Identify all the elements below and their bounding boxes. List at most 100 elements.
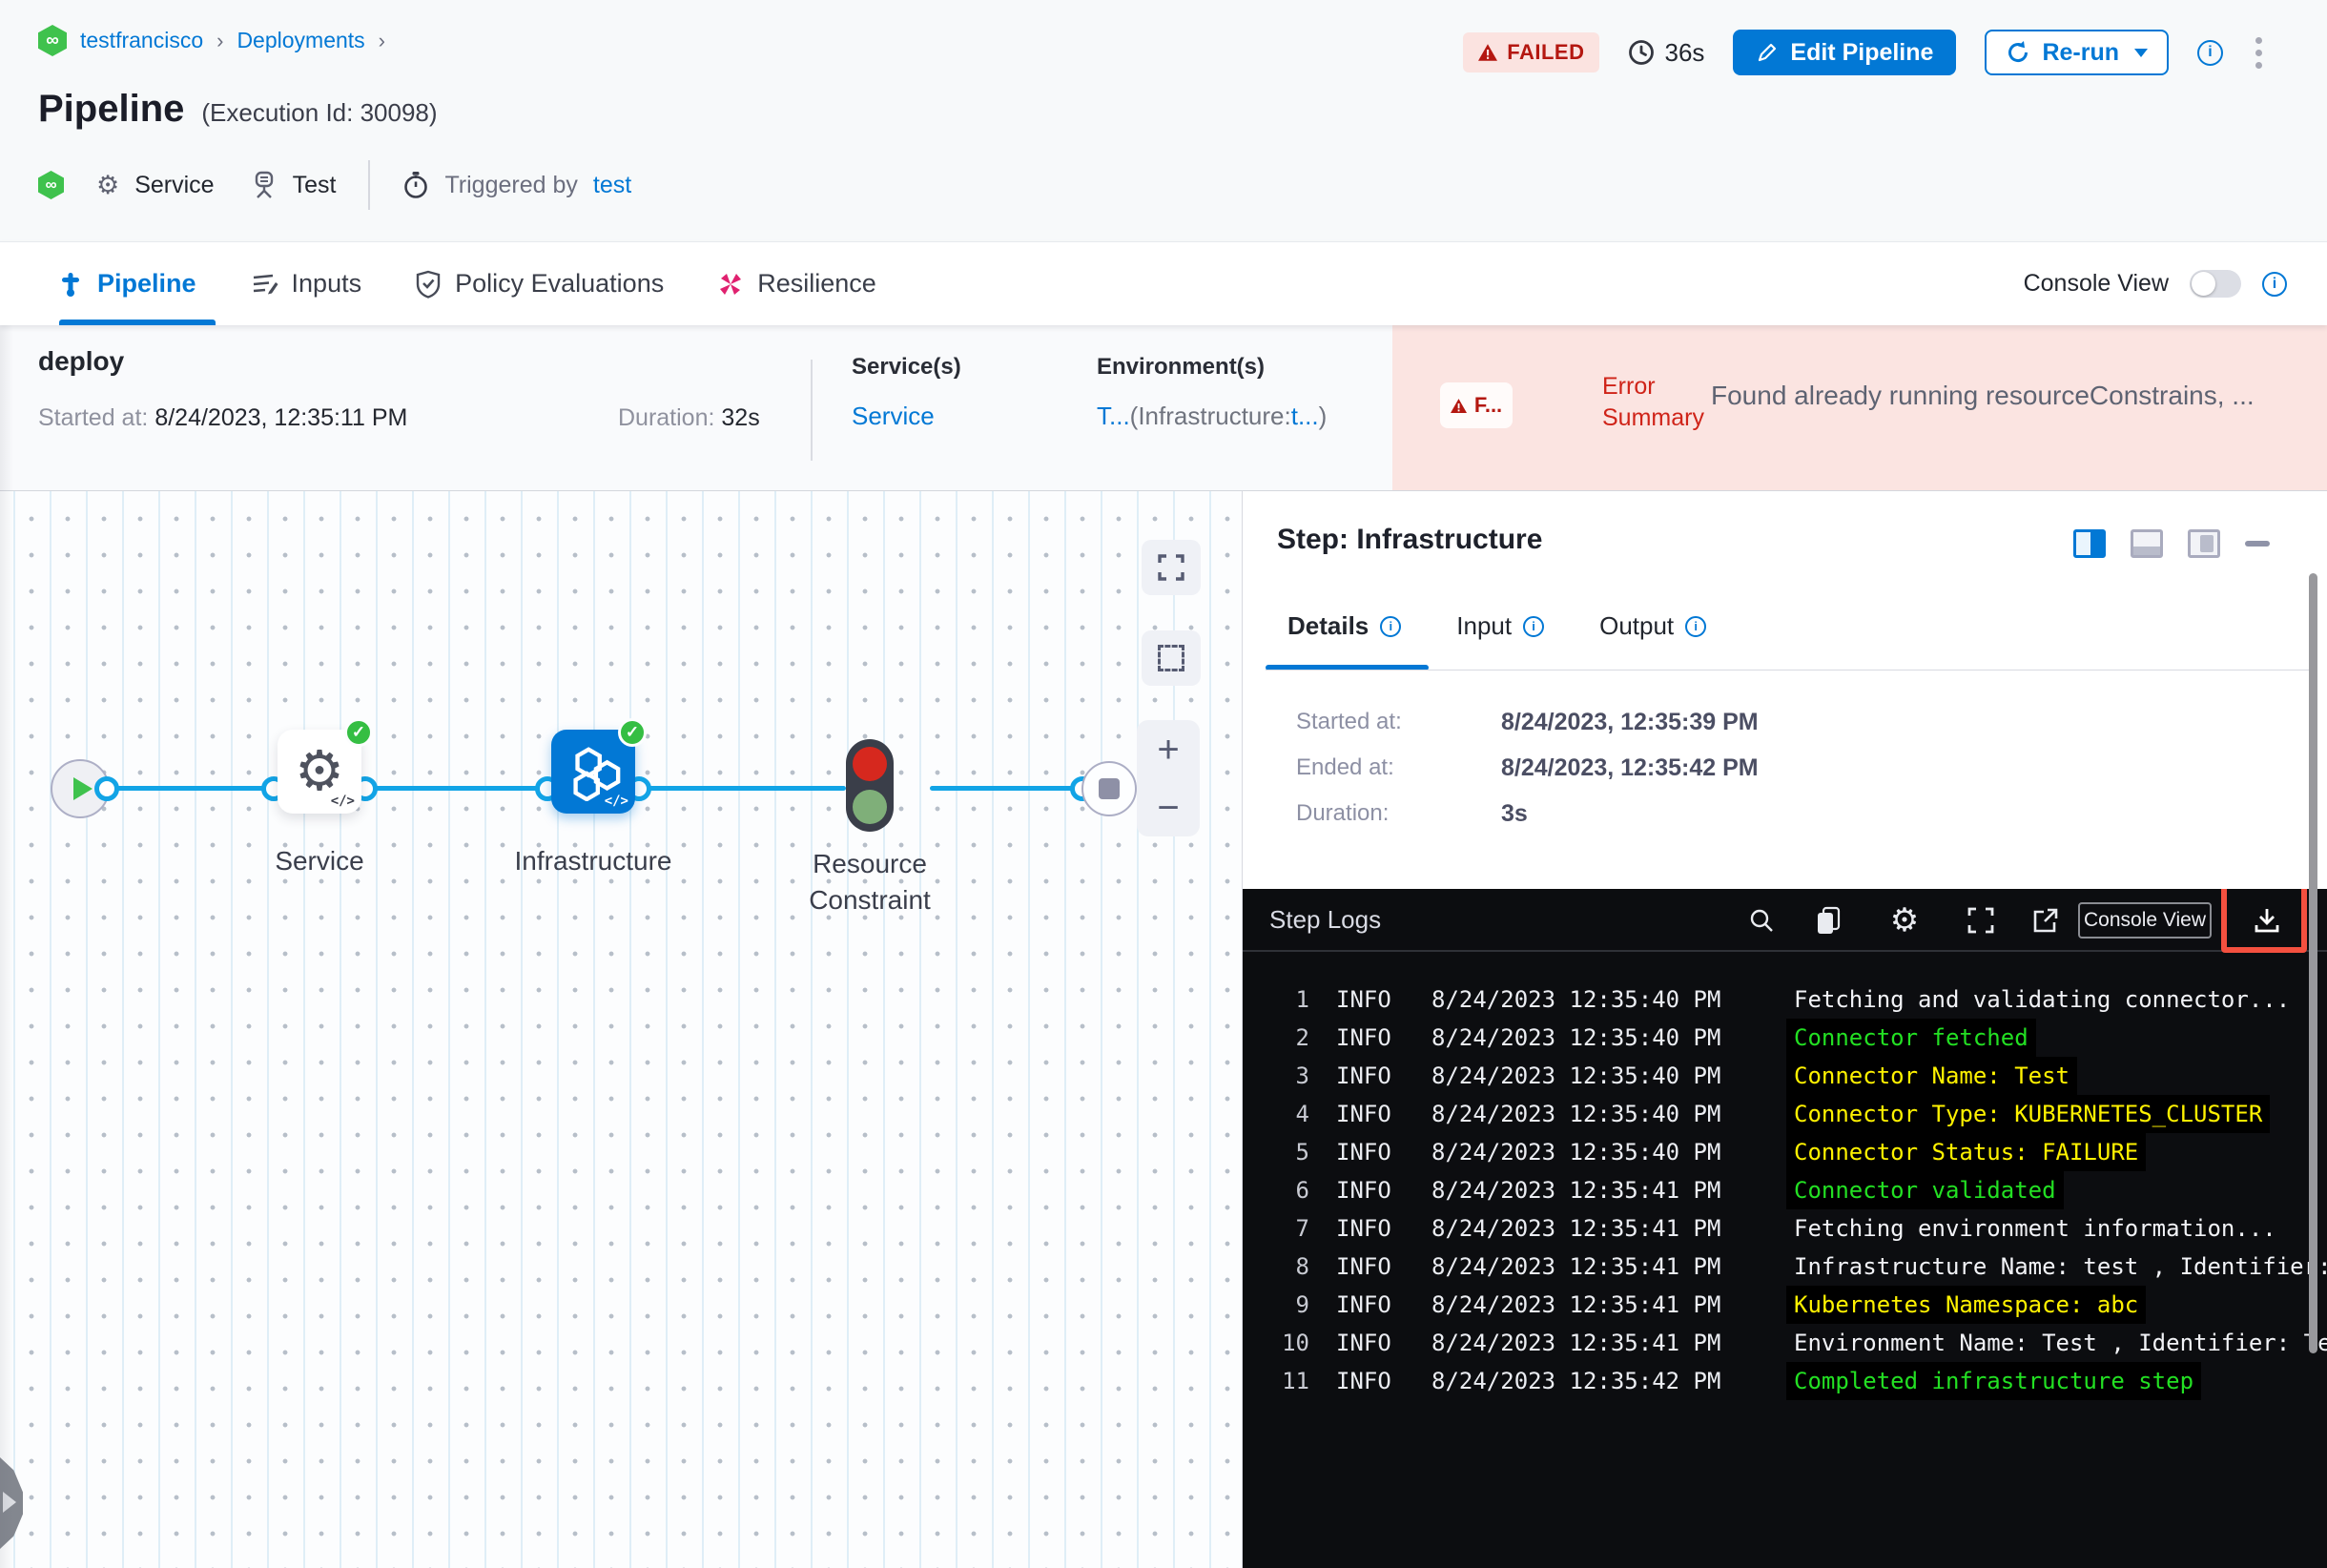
- log-level: INFO: [1336, 1215, 1391, 1242]
- log-line-number: 4: [1295, 1101, 1309, 1127]
- layout-right-view-button[interactable]: [2073, 529, 2106, 558]
- log-line-number: 5: [1295, 1139, 1309, 1166]
- edit-pipeline-button[interactable]: Edit Pipeline: [1733, 30, 1957, 75]
- info-icon[interactable]: i: [1523, 615, 1545, 637]
- open-in-new-button[interactable]: [2025, 889, 2067, 952]
- breadcrumb-project-link[interactable]: testfrancisco: [80, 28, 204, 52]
- info-icon[interactable]: i: [1685, 615, 1707, 637]
- chevron-right-icon: ›: [216, 28, 224, 52]
- log-message: Environment Name: Test , Identifier: Te: [1794, 1330, 2327, 1356]
- canvas-nav-handle[interactable]: [0, 1457, 23, 1549]
- expand-logs-button[interactable]: [1960, 889, 2002, 952]
- log-line-number: 6: [1295, 1177, 1309, 1204]
- copy-logs-button[interactable]: [1807, 889, 1849, 952]
- inputs-icon: [253, 274, 278, 294]
- trigger-user-link[interactable]: test: [592, 171, 632, 198]
- field-started-at: Started at:8/24/2023, 12:35:39 PM: [1296, 709, 1759, 735]
- tab-policy-evaluations[interactable]: Policy Evaluations: [415, 242, 664, 325]
- console-view-toggle[interactable]: [2190, 270, 2241, 298]
- search-logs-button[interactable]: [1742, 889, 1781, 952]
- minimize-panel-button[interactable]: [2245, 541, 2270, 547]
- console-title: Step Logs: [1269, 904, 1382, 934]
- refresh-icon: [2008, 41, 2028, 62]
- console-view-button[interactable]: Console View: [2078, 902, 2212, 939]
- zoom-in-button[interactable]: +: [1157, 728, 1180, 771]
- harness-cd-icon: ∞: [38, 171, 64, 199]
- canvas-select-button[interactable]: [1142, 630, 1201, 686]
- log-timestamp: 8/24/2023 12:35:41 PM: [1431, 1330, 1721, 1356]
- service-meta-label: Service: [134, 171, 215, 198]
- copy-icon: [1818, 906, 1841, 934]
- external-link-icon: [2033, 908, 2058, 933]
- gear-icon: ⚙: [295, 740, 344, 802]
- log-line-number: 9: [1295, 1291, 1309, 1318]
- error-summary-label: Error Summary: [1602, 373, 1704, 431]
- stage-duration: Duration: 32s: [618, 404, 760, 431]
- log-message: Connector Status: FAILURE: [1786, 1133, 2147, 1171]
- tab-pipeline[interactable]: Pipeline: [57, 242, 196, 325]
- tab-resilience[interactable]: Resilience: [717, 242, 876, 325]
- execution-tabbar: Pipeline Inputs Policy Evaluations Resil…: [0, 241, 2327, 325]
- shield-check-icon: [416, 270, 441, 299]
- download-logs-button[interactable]: [2246, 889, 2288, 952]
- log-message: Kubernetes Namespace: abc: [1786, 1286, 2147, 1324]
- panel-scrollbar-thumb[interactable]: [2309, 573, 2317, 1353]
- chevron-down-icon[interactable]: [2134, 48, 2148, 57]
- environment-link[interactable]: T...: [1097, 402, 1130, 430]
- active-tab-underline: [59, 320, 216, 325]
- log-message: Connector Type: KUBERNETES_CLUSTER: [1786, 1095, 2271, 1133]
- log-level: INFO: [1336, 1177, 1391, 1204]
- download-icon: [2255, 909, 2279, 933]
- log-line-number: 10: [1282, 1330, 1309, 1356]
- success-check-icon: ✓: [618, 718, 647, 747]
- node-label: Infrastructure: [514, 846, 672, 876]
- page-header: ∞ testfrancisco › Deployments › Pipeline…: [0, 0, 2327, 241]
- rerun-button[interactable]: Re-run: [1985, 30, 2169, 75]
- infrastructure-link[interactable]: t...: [1290, 402, 1319, 430]
- gear-icon: ⚙: [96, 170, 120, 199]
- tab-inputs[interactable]: Inputs: [250, 242, 361, 325]
- node-service[interactable]: ⚙ </> ✓: [278, 718, 373, 814]
- breadcrumb-deployments-link[interactable]: Deployments: [237, 28, 365, 52]
- log-level: INFO: [1336, 1101, 1391, 1127]
- canvas-fullscreen-button[interactable]: [1142, 540, 1201, 595]
- divider: [811, 360, 813, 461]
- zoom-out-button[interactable]: −: [1157, 786, 1180, 829]
- edge-port: [94, 776, 119, 801]
- info-icon[interactable]: i: [2262, 271, 2287, 297]
- layout-bottom-view-button[interactable]: [2131, 529, 2163, 558]
- stopwatch-icon: [402, 171, 429, 199]
- play-icon: [72, 777, 93, 800]
- more-options-menu[interactable]: [2252, 33, 2266, 72]
- green-light-icon: [853, 790, 887, 824]
- info-icon[interactable]: i: [2197, 39, 2223, 66]
- service-link[interactable]: Service: [852, 402, 935, 430]
- clock-icon: [1629, 40, 1655, 65]
- layout-float-view-button[interactable]: [2188, 529, 2220, 558]
- log-level: INFO: [1336, 1139, 1391, 1166]
- pipeline-canvas[interactable]: ⚙ </> ✓ Service </> ✓ Infrastructure Res…: [0, 491, 1242, 1568]
- node-resource-constraint[interactable]: [846, 739, 894, 832]
- log-line-number: 7: [1295, 1215, 1309, 1242]
- node-infrastructure[interactable]: </> ✓: [551, 718, 647, 814]
- log-timestamp: 8/24/2023 12:35:41 PM: [1431, 1177, 1721, 1204]
- info-icon[interactable]: i: [1380, 615, 1402, 637]
- active-tab-underline: [1266, 665, 1429, 671]
- field-ended-at: Ended at:8/24/2023, 12:35:42 PM: [1296, 754, 1759, 781]
- log-settings-button[interactable]: ⚙: [1884, 889, 1925, 952]
- log-line-number: 11: [1282, 1368, 1309, 1394]
- stage-end-node[interactable]: [1081, 761, 1137, 816]
- stage-name: deploy: [38, 346, 125, 376]
- log-timestamp: 8/24/2023 12:35:41 PM: [1431, 1215, 1721, 1242]
- log-message: Infrastructure Name: test , Identifier:: [1794, 1253, 2327, 1280]
